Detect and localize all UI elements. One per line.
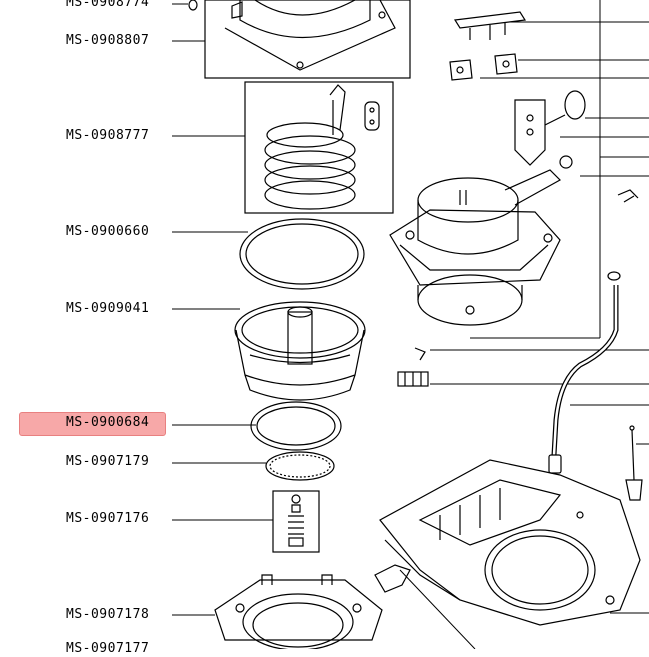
terminal-block-part (397, 371, 429, 387)
clip-part (617, 189, 639, 203)
part-label-1[interactable]: MS-0908807 (66, 33, 150, 48)
small-washer (188, 0, 198, 11)
ring-small-part (607, 271, 621, 281)
base-tray-part (379, 459, 641, 626)
connector-part (449, 11, 527, 81)
boiler-assembly-part (389, 155, 573, 326)
boiler-cover-part (204, 0, 411, 79)
part-label-8[interactable]: MS-0907178 (66, 607, 150, 622)
filter-basket-part (234, 301, 366, 401)
base-plate-part (214, 574, 383, 649)
gasket-large-part (239, 218, 365, 290)
heating-element-part (244, 81, 394, 214)
thermostat-bracket-part (514, 90, 586, 166)
o-ring-part (250, 401, 342, 451)
right-leader-lines (399, 0, 649, 649)
bracket-part (374, 564, 411, 593)
part-label-5-selected[interactable]: MS-0900684 (66, 415, 150, 430)
probe-part (625, 425, 643, 501)
tube-end-part (548, 454, 562, 474)
part-label-6[interactable]: MS-0907179 (66, 454, 150, 469)
tube-part (551, 285, 619, 456)
leader-lines (172, 3, 273, 616)
part-label-3[interactable]: MS-0900660 (66, 224, 150, 239)
filter-disc-part (265, 451, 335, 481)
part-label-4[interactable]: MS-0909041 (66, 301, 150, 316)
screw-part (414, 347, 426, 361)
part-label-7[interactable]: MS-0907176 (66, 511, 150, 526)
part-label-9[interactable]: MS-0907177 (66, 641, 150, 656)
selected-part-highlight (19, 412, 166, 436)
valve-part (272, 490, 320, 553)
part-label-2[interactable]: MS-0908777 (66, 128, 150, 143)
part-label-0[interactable]: MS-0908774 (66, 0, 150, 10)
